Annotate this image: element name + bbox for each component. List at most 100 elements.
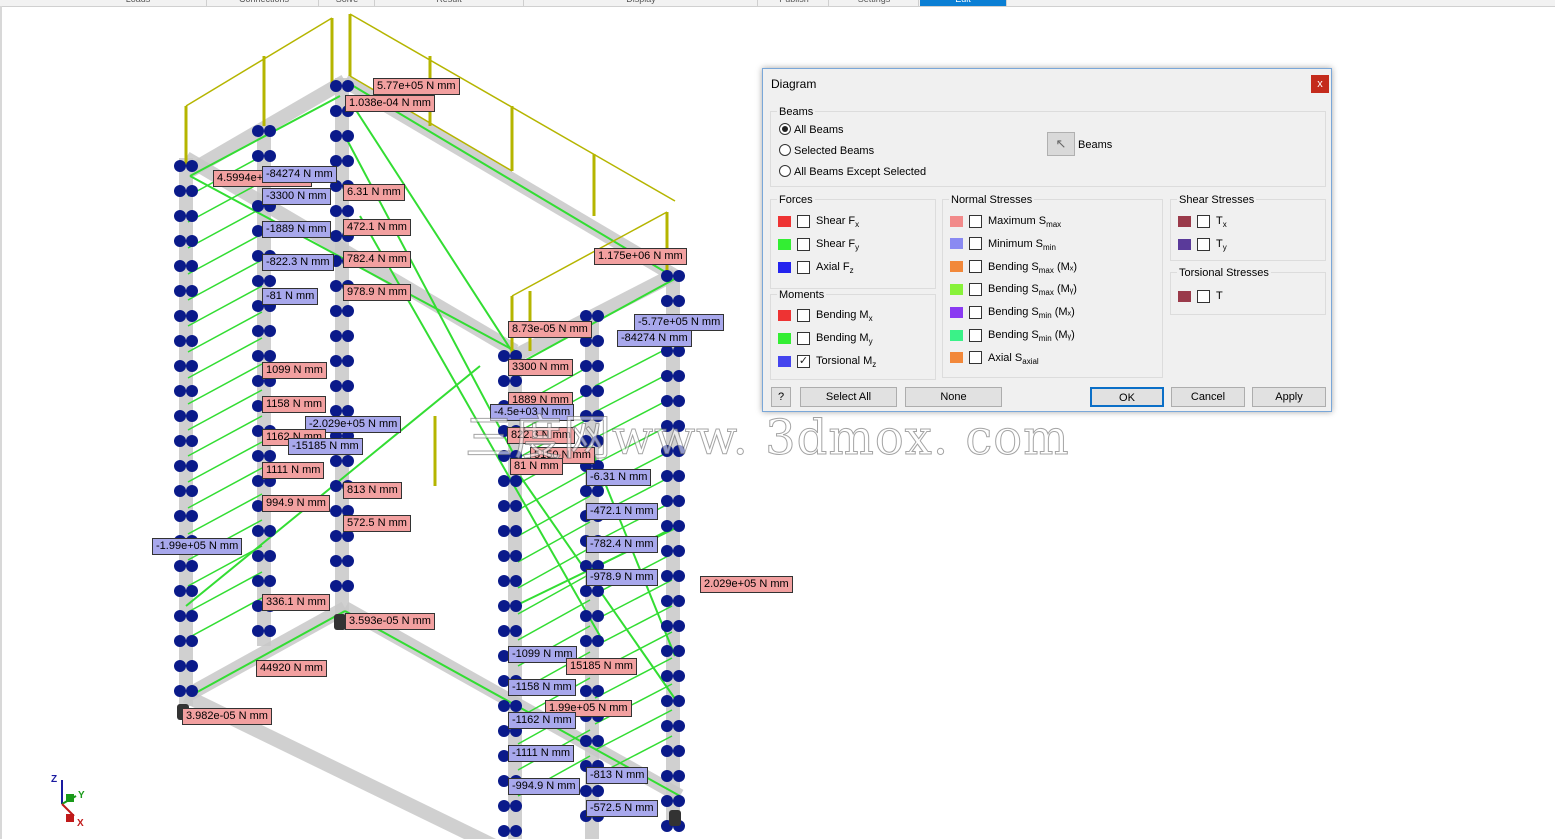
checkbox[interactable] [969,237,982,251]
normal-option-4[interactable]: Bending Smin (Mₓ) [950,305,1075,320]
checkbox[interactable] [969,328,982,342]
tab-edit[interactable]: Edit [920,0,1007,6]
forces-option-1[interactable]: Shear Fy [778,237,860,253]
moment-value-label: -472.1 N mm [586,503,658,520]
radio-button-icon[interactable] [779,144,791,157]
option-subscript: max [1046,220,1062,230]
checkbox[interactable] [797,214,810,228]
node-marker [661,295,673,307]
none-button[interactable]: None [905,387,1002,407]
node-marker [186,235,198,247]
node-marker [186,260,198,272]
node-marker [342,130,354,142]
torsional-option-0[interactable]: T [1178,289,1223,303]
node-marker [580,585,592,597]
normal-option-6[interactable]: Axial Saxial [950,351,1039,366]
option-subscript: y [855,243,860,253]
node-marker [510,500,522,512]
tab-settings[interactable]: Settings [830,0,919,6]
shear-stresses-group: Shear Stresses [1170,194,1326,261]
tab-display[interactable]: Display [525,0,758,6]
moments-option-0[interactable]: Bending Mx [778,308,873,324]
checkbox[interactable] [1197,237,1210,251]
node-marker [498,375,510,387]
node-marker [661,670,673,682]
checkbox[interactable] [969,305,982,319]
node-marker [661,420,673,432]
option-subscript: min [1038,334,1052,344]
normal-option-3[interactable]: Bending Smax (Mᵧ) [950,282,1077,298]
checkbox[interactable]: ✓ [797,354,810,368]
normal-option-0[interactable]: Maximum Smax [950,214,1062,230]
beams-group: Beams [770,106,1326,187]
radio-all-beams[interactable]: All Beams [779,123,844,137]
node-marker [661,470,673,482]
radio-label: Selected Beams [794,145,875,157]
moments-option-1[interactable]: Bending My [778,331,873,346]
tab-publish[interactable]: Publish [760,0,829,6]
node-marker [174,460,186,472]
radio-button-icon[interactable] [779,123,791,136]
tab-connections[interactable]: Connections [210,0,319,6]
cancel-button[interactable]: Cancel [1171,387,1245,407]
forces-option-2[interactable]: Axial Fz [778,260,854,275]
apply-button[interactable]: Apply [1252,387,1326,407]
checkbox[interactable] [797,308,810,322]
normal-option-5[interactable]: Bending Smin (Mᵧ) [950,328,1075,344]
node-marker [330,230,342,242]
cursor-select-icon[interactable]: ↖ [1047,132,1075,156]
node-marker [252,325,264,337]
radio-button-icon[interactable] [779,165,791,178]
node-marker [342,505,354,517]
moment-value-label: 1158 N mm [262,396,327,413]
color-swatch [778,355,791,367]
moment-value-label: -5.77e+05 N mm [634,314,725,331]
checkbox[interactable] [969,351,982,365]
option-suffix: (Mₓ) [1051,306,1075,319]
option-subscript: axial [1022,356,1039,366]
shear-option-1[interactable]: Ty [1178,237,1227,252]
node-marker [174,210,186,222]
node-marker [330,330,342,342]
select-all-button[interactable]: Select All [800,387,897,407]
help-button[interactable]: ? [771,387,791,407]
checkbox[interactable] [797,331,810,345]
option-subscript: x [868,314,873,324]
tab-result[interactable]: Result [375,0,524,6]
node-marker [252,275,264,287]
node-marker [673,495,685,507]
node-marker [174,610,186,622]
moments-option-2[interactable]: ✓Torsional Mz [778,354,876,369]
node-marker [498,625,510,637]
diagram-line [344,80,673,277]
radio-all-beams-except-selected[interactable]: All Beams Except Selected [779,165,926,179]
moment-value-label: -1111 N mm [508,745,575,762]
checkbox[interactable] [1197,289,1210,303]
tab-loads[interactable]: Loads [70,0,207,6]
shear-option-0[interactable]: Tx [1178,214,1227,229]
option-label: Bending S [988,260,1039,273]
diagram-line [349,100,516,357]
model-viewport[interactable]: 5.77e+05 N mm1.038e-04 N mm4.5994e+03 N … [0,6,1555,839]
radio-selected-beams[interactable]: Selected Beams [779,144,874,158]
moment-value-label: 782.4 N mm [343,251,411,268]
checkbox[interactable] [797,237,810,251]
normal-option-1[interactable]: Minimum Smin [950,237,1056,252]
ok-button[interactable]: OK [1090,387,1164,407]
checkbox[interactable] [969,214,982,228]
node-marker [498,825,510,837]
moment-value-label: -3300 N mm [262,188,331,205]
node-marker [264,325,276,337]
checkbox[interactable] [969,260,982,274]
forces-option-0[interactable]: Shear Fx [778,214,859,229]
node-marker [592,310,604,322]
checkbox[interactable] [1197,214,1210,228]
moment-value-label: -1.99e+05 N mm [152,538,243,555]
close-button[interactable]: x [1311,75,1329,93]
tab-solve[interactable]: Solve [320,0,375,6]
normal-option-2[interactable]: Bending Smax (Mₓ) [950,260,1077,275]
checkbox[interactable] [969,282,982,296]
checkbox[interactable] [797,260,810,274]
node-marker [264,625,276,637]
